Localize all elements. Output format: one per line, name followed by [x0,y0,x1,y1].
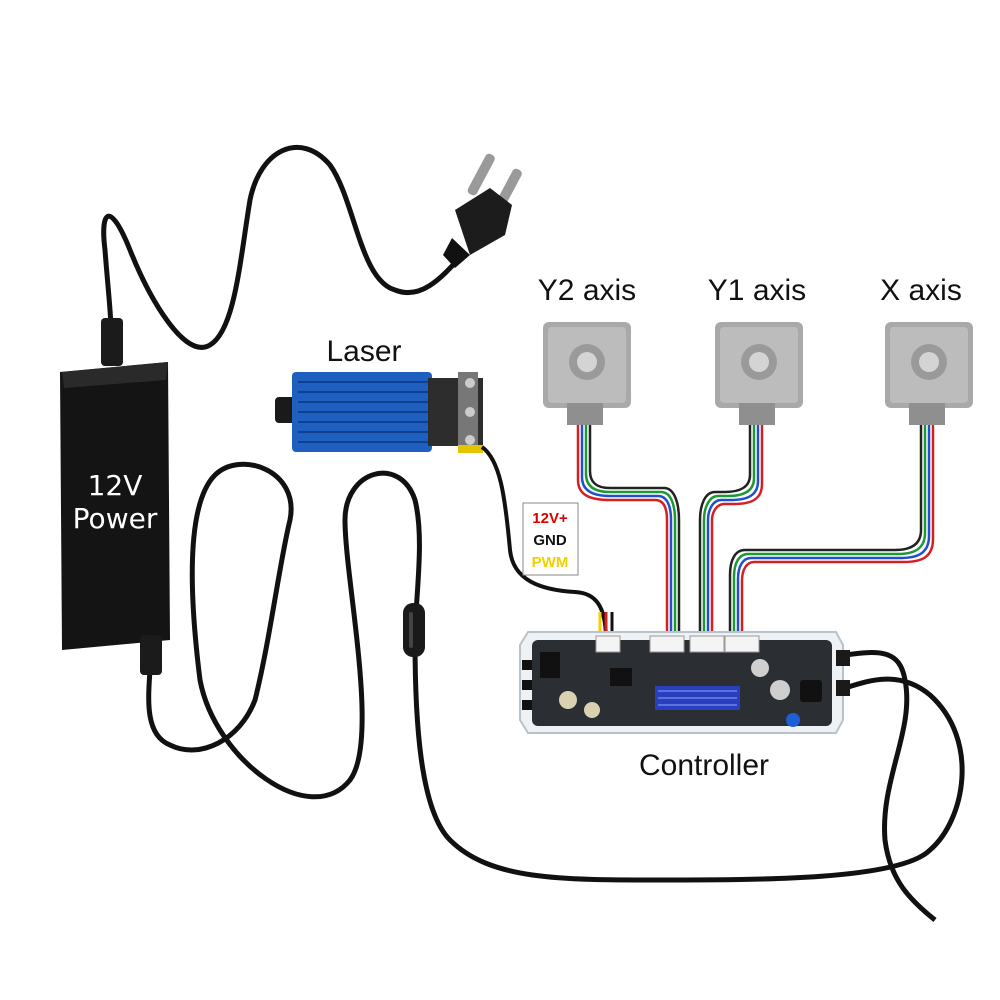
dc-power-cable [146,461,965,883]
laser-signal-cable [480,445,608,641]
pin-12v-label: 12V+ [532,510,568,527]
stepper-motor-y2 [543,322,631,425]
laser-label: Laser [326,335,401,368]
motor-wires-x [728,425,935,640]
x-axis-label: X axis [880,274,962,307]
y1-axis-label: Y1 axis [708,274,806,307]
power-adapter: 12V Power [60,318,170,675]
laser-module [275,372,483,453]
pin-gnd-label: GND [533,532,567,549]
ferrite-bead [403,603,425,657]
motor-wires-y2 [576,425,681,640]
usb-cable [844,650,937,922]
controller-label: Controller [639,749,769,782]
y2-axis-label: Y2 axis [538,274,636,307]
power-label-line1: 12V [88,469,143,502]
ac-power-cord [101,144,464,361]
laser-pin-legend: 12V+ GND PWM [522,502,579,576]
power-label-line2: Power [73,502,158,535]
eu-plug-icon [443,153,522,268]
stepper-motor-x [885,322,973,425]
stepper-motor-y1 [715,322,803,425]
controller-board [519,631,850,734]
pin-pwm-label: PWM [532,554,569,571]
motor-wires-y1 [698,425,764,640]
